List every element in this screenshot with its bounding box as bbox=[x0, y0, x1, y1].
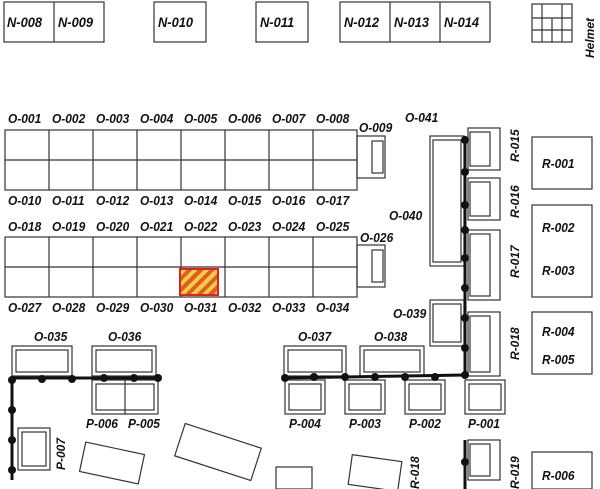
spot-label: O-008 bbox=[316, 111, 350, 126]
highlighted-spot-o-031[interactable] bbox=[179, 268, 219, 296]
spot-label: O-006 bbox=[228, 111, 262, 126]
n-group-2 bbox=[153, 1, 207, 43]
path-nodes bbox=[8, 136, 469, 474]
r-004-005-box bbox=[531, 311, 593, 375]
spot-label-r-018: R-018 bbox=[508, 327, 522, 360]
spot-label-o-036: O-036 bbox=[108, 329, 142, 344]
spot-label-r-001: R-001 bbox=[542, 156, 575, 171]
spot-label: O-021 bbox=[140, 219, 174, 234]
spot-label: O-020 bbox=[96, 219, 130, 234]
spot-label-r-015: R-015 bbox=[508, 129, 522, 162]
spot-label-r-003: R-003 bbox=[542, 263, 575, 278]
spot-label-r-004: R-004 bbox=[542, 324, 575, 339]
r-002-003-box bbox=[531, 204, 593, 298]
spot-label: O-007 bbox=[272, 111, 306, 126]
spot-label-p-003: P-003 bbox=[349, 416, 381, 431]
spot-label: O-016 bbox=[272, 193, 306, 208]
spot-label: O-029 bbox=[96, 300, 130, 315]
spot-label: O-014 bbox=[184, 193, 218, 208]
spot-label: O-019 bbox=[52, 219, 86, 234]
spot-label: O-034 bbox=[316, 300, 350, 315]
spot-label-n-014: N-014 bbox=[444, 14, 480, 30]
spot-label-o-035: O-035 bbox=[34, 329, 68, 344]
spot-label: O-012 bbox=[96, 193, 130, 208]
spot-label: O-027 bbox=[8, 300, 42, 315]
n-group-3 bbox=[255, 1, 309, 43]
spot-label-p-005: P-005 bbox=[128, 416, 160, 431]
spot-label: O-032 bbox=[228, 300, 262, 315]
spot-label: O-030 bbox=[140, 300, 174, 315]
spot-label: O-003 bbox=[96, 111, 130, 126]
spot-label: O-013 bbox=[140, 193, 174, 208]
spot-label: O-024 bbox=[272, 219, 306, 234]
spot-label-p-004: P-004 bbox=[289, 416, 321, 431]
spot-label-p-007: P-007 bbox=[54, 437, 68, 470]
spot-label-p-002: P-002 bbox=[409, 416, 441, 431]
spot-label-n-012: N-012 bbox=[344, 14, 380, 30]
spot-label-o-038: O-038 bbox=[374, 329, 408, 344]
spot-label-o-037: O-037 bbox=[298, 329, 332, 344]
spot-label: O-010 bbox=[8, 193, 42, 208]
spot-label: O-004 bbox=[140, 111, 174, 126]
spot-label-o-031: O-031 bbox=[184, 300, 218, 315]
spot-label-r-005: R-005 bbox=[542, 352, 575, 367]
spot-label: O-017 bbox=[316, 193, 350, 208]
helmet-icon bbox=[531, 3, 573, 43]
spot-label-r-006: R-006 bbox=[542, 468, 575, 483]
spot-label: O-001 bbox=[8, 111, 42, 126]
spot-label: O-033 bbox=[272, 300, 306, 315]
r-001-box bbox=[531, 136, 593, 190]
spot-label-o-041: O-041 bbox=[405, 110, 439, 125]
spot-label-n-010: N-010 bbox=[158, 14, 194, 30]
spot-label-o-026: O-026 bbox=[360, 230, 394, 245]
spot-label-n-008: N-008 bbox=[7, 14, 43, 30]
spot-label-o-040: O-040 bbox=[389, 208, 423, 223]
spot-label-p-006: P-006 bbox=[86, 416, 118, 431]
spot-label: O-018 bbox=[8, 219, 42, 234]
spot-label-o-039: O-039 bbox=[393, 306, 427, 321]
spot-label: O-022 bbox=[184, 219, 218, 234]
spot-label: O-028 bbox=[52, 300, 86, 315]
helmet-label: Helmet bbox=[583, 17, 597, 58]
spot-label: O-011 bbox=[52, 193, 85, 208]
spot-label: O-015 bbox=[228, 193, 262, 208]
spot-label-n-013: N-013 bbox=[394, 14, 430, 30]
n-group-4 bbox=[339, 1, 491, 43]
spot-label-r-017: R-017 bbox=[508, 245, 522, 278]
spot-label: O-025 bbox=[316, 219, 350, 234]
spot-label-p-001: P-001 bbox=[468, 416, 500, 431]
spot-label-o-009: O-009 bbox=[359, 120, 393, 135]
spot-label-r-018-bottom: R-018 bbox=[408, 456, 422, 489]
spot-label: O-002 bbox=[52, 111, 86, 126]
r-006-box bbox=[531, 451, 593, 489]
spot-label-r-002: R-002 bbox=[542, 220, 575, 235]
spot-label-r-019: R-019 bbox=[508, 456, 522, 489]
spot-label-n-011: N-011 bbox=[260, 14, 295, 30]
spot-label: O-005 bbox=[184, 111, 218, 126]
spot-label-r-016: R-016 bbox=[508, 185, 522, 218]
spot-label-n-009: N-009 bbox=[58, 14, 94, 30]
spot-label: O-023 bbox=[228, 219, 262, 234]
